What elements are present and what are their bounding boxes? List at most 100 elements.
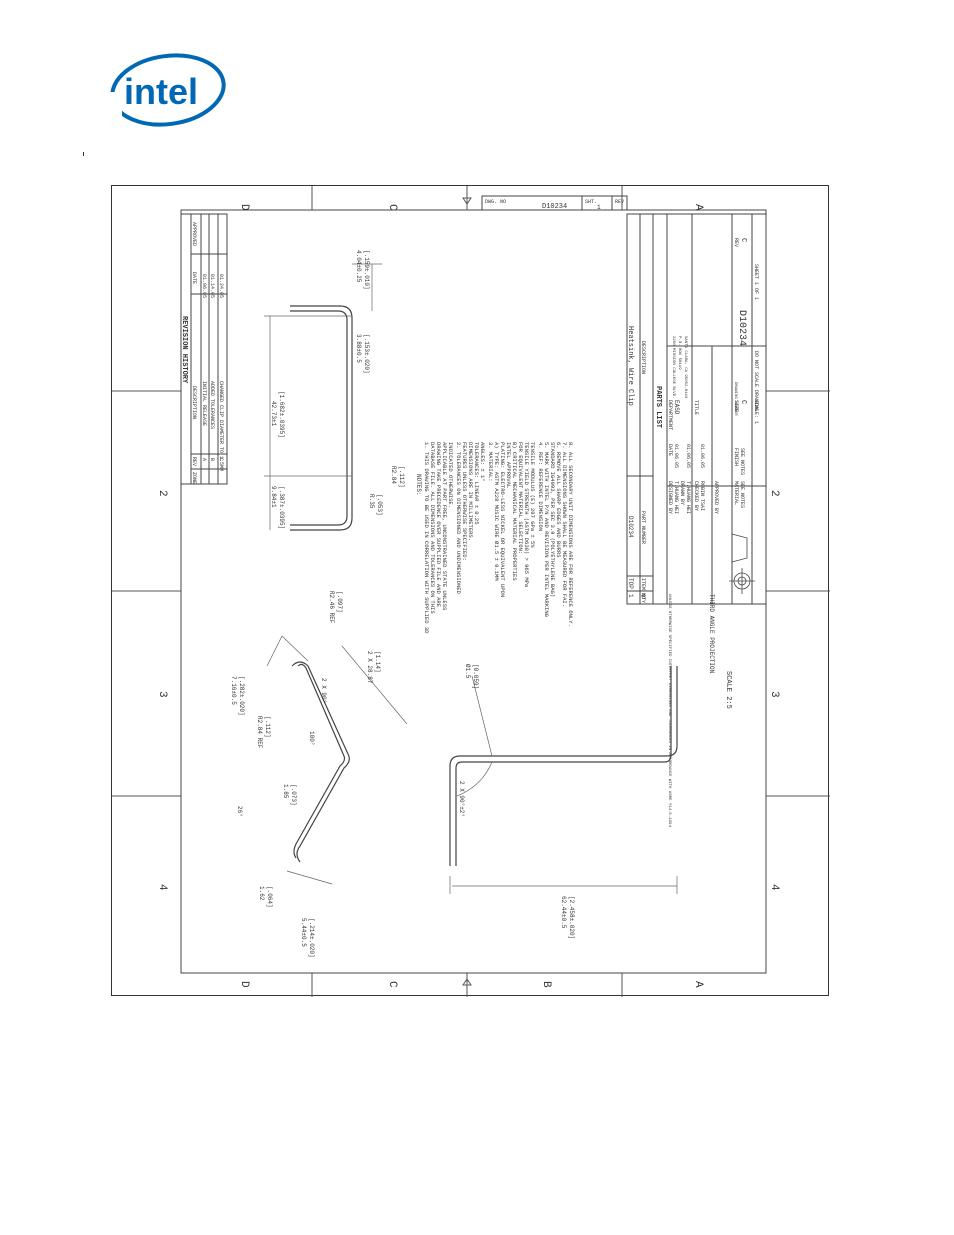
tb-address1: 2200 MISSION COLLEGE BLVD. — [671, 336, 675, 398]
tb-rev: C — [739, 238, 747, 242]
rev-hdr-description: DESCRIPTION — [191, 386, 197, 419]
note-line-21: STANDARD IG4993, PER SEC 3.9 (POLYETHYLE… — [549, 442, 556, 597]
parts-row-item: TOP — [627, 578, 634, 589]
sht-value: 1 — [597, 204, 601, 211]
zone-right-2: 2 — [768, 490, 780, 497]
note-line-19: 4. REF: REFERENCE DIMENSION — [537, 442, 544, 531]
dim-side-5-44-in: [.214±.020] — [308, 918, 315, 958]
dim-side-26: 26° — [236, 806, 243, 817]
dim-side-1-62-in: [.064] — [266, 886, 273, 908]
note-line-2: DATABASE FILE. ALL DIMENSIONS AND TOLERA… — [429, 442, 436, 614]
rev-row-b-date: 01.14.05 — [209, 274, 215, 298]
intel-logo: intel — [108, 52, 228, 132]
dim-side-28-87: 2 X 28.87 — [366, 651, 373, 684]
dim-top-4-04: 4.04±0.25 — [355, 250, 362, 283]
note-line-6: 2. TOLERANCES ON DIMENSIONED AND UNDIMEN… — [455, 442, 462, 595]
zone-top-c: C — [386, 204, 398, 211]
zone-bottom-b: B — [540, 981, 552, 988]
note-line-13: PLATING: ELECTRO-LESS NICKEL OR EQUIVALE… — [499, 442, 506, 597]
tb-designer: T.HUANG HEI — [673, 481, 679, 514]
clip-top-view — [290, 305, 353, 531]
clip-front-view — [449, 666, 678, 866]
dim-top-3-88-in: [.153±.020] — [363, 334, 370, 374]
note-line-8: DIMENSIONS ARE IN MILLIMETERS. — [467, 442, 474, 541]
zone-top-d: D — [238, 204, 250, 211]
tb-address2: P.O. BOX 58119 — [677, 336, 681, 370]
drawing-scale: SCALE 2:5 — [724, 671, 732, 709]
dim-front-dia-in: [0.059] — [472, 664, 479, 689]
note-line-15: B) CRITICAL MECHANICAL MATERIAL PROPERTI… — [511, 442, 518, 581]
parts-hdr-description: DESCRIPTION — [640, 341, 646, 374]
tb-scale: SCALE: 1 — [753, 400, 759, 424]
dim-front-dia: Ø1.5 — [464, 664, 471, 679]
tb-approved-by: APPROVED BY — [713, 481, 719, 514]
dim-top-9-84: 9.84±1 — [270, 486, 277, 508]
rev-row-c-desc: CHANGED CLIP DIAMETER TO 1.5MM — [218, 381, 224, 471]
clip-side-dims — [266, 635, 408, 885]
dim-side-1-85-in: [.073] — [290, 784, 297, 806]
zone-left-2: 2 — [156, 490, 168, 497]
dim-side-r284ref: R2.84 REF — [256, 716, 263, 749]
note-line-9: TOLERANCES: LINEAR ± 0.25 — [473, 442, 480, 525]
tb-sheet: SHEET 1 OF 1 — [753, 264, 759, 300]
inner-border — [180, 209, 767, 974]
dim-top-r284: R2.84 — [390, 466, 397, 484]
tb-projection: THIRD ANGLE PROJECTION — [708, 594, 715, 674]
zone-right-4: 4 — [768, 884, 780, 891]
intel-logo-graphic: intel — [108, 53, 226, 132]
dim-front-2x90: 2 X 90°±2° — [458, 781, 465, 817]
note-line-4: APPLICABLE AT PART FREE, UNCONSTRAINED S… — [441, 442, 448, 611]
dim-top-9-84-in: [.387±.0395] — [278, 486, 285, 529]
tb-title-label: TITLE — [693, 400, 699, 415]
clip-front-dims — [449, 675, 678, 894]
note-line-20: 5. MARK WITH INTEL P/N AND REVISION PER … — [543, 442, 550, 617]
tb-date2: 01.06.05 — [685, 444, 691, 468]
dim-side-r246: R2.46 REF — [328, 591, 335, 624]
rev-row-b-desc: ADDED TOLERANCES — [209, 381, 215, 429]
parts-hdr-partno: PART NUMBER — [640, 511, 646, 544]
notes-block: NOTES: 1. THIS DRAWING TO BE USED IN COR… — [415, 442, 574, 634]
tb-date3: 01.06.05 — [699, 444, 705, 468]
dim-top-42-73: 42.73±1 — [270, 401, 277, 427]
tb-material-label: MATERIAL — [733, 481, 739, 505]
notes-title: NOTES: — [415, 474, 422, 496]
dim-side-r246-in: [.097] — [336, 591, 343, 613]
zone-left-3: 3 — [156, 691, 168, 698]
parts-hdr-item: ITEM NO — [640, 578, 646, 599]
note-line-5: INDICATED OTHERWISE. — [447, 442, 454, 508]
rev-hdr-rev: REV — [191, 457, 197, 466]
dim-side-r284ref-in: [.112] — [264, 716, 271, 738]
note-line-10: ANGLES: ± 1° — [479, 442, 486, 482]
rev-hdr-approved: APPROVED — [191, 222, 197, 246]
note-line-3: DRAWING TAKE PRECEDENCE OVER SUPPLIED FI… — [435, 442, 442, 608]
dim-side-7-16-in: [.282±.020] — [238, 676, 245, 716]
note-line-12: A) TYPE: ASTM A228 MUSIC WIRE Ø1.5 ± 0.1… — [493, 442, 500, 581]
dim-top-r284-in: [.112] — [398, 466, 405, 488]
sht-label: SHT. — [585, 199, 597, 205]
parts-hdr-qty: QTY — [640, 594, 646, 603]
tb-designed-by: DESIGNED BY — [667, 481, 673, 514]
dim-top-r35: R.35 — [368, 494, 375, 509]
tb-size-label: SIZE — [733, 400, 739, 412]
parts-row-partno: D10234 — [627, 516, 634, 538]
dim-front-62-44: 62.44±0.5 — [560, 896, 567, 929]
note-line-18: TENSILE MODULUS (E) 207 GPa ± 5% — [529, 442, 536, 548]
zone-bottom-a: A — [692, 981, 704, 988]
note-line-14: INTEL APPROVAL — [505, 442, 512, 488]
rev-row-a-desc: INITIAL RELEASE — [201, 381, 207, 426]
projection-symbol-icon — [729, 533, 755, 594]
dwg-no-strip: DWG. NO D10234 SHT. 1 REV — [481, 195, 628, 211]
dim-side-7-16: 7.16±0.5 — [230, 676, 237, 705]
note-line-1: 1. THIS DRAWING TO BE USED IN CORRELATIO… — [423, 442, 430, 634]
tb-finish-label: FINISH — [733, 448, 739, 466]
dwg-no-label: DWG. NO — [485, 199, 506, 205]
tb-drawn-by: DRAWN BY — [679, 481, 685, 505]
tb-rev-label: REV — [733, 238, 739, 247]
parts-row-qty: 1 — [627, 594, 634, 598]
note-line-11: 3. MATERIAL: — [487, 442, 494, 482]
tb-drawing-number: D10234 — [736, 310, 747, 346]
tb-tol-note: UNLESS OTHERWISE SPECIFIED INTERPRET DIM… — [667, 594, 671, 827]
rev-row-a-date: 01.06.05 — [201, 274, 207, 298]
dim-front-62-44-in: [2.458±.020] — [568, 896, 575, 939]
tb-date1: 01.06.05 — [673, 444, 679, 468]
